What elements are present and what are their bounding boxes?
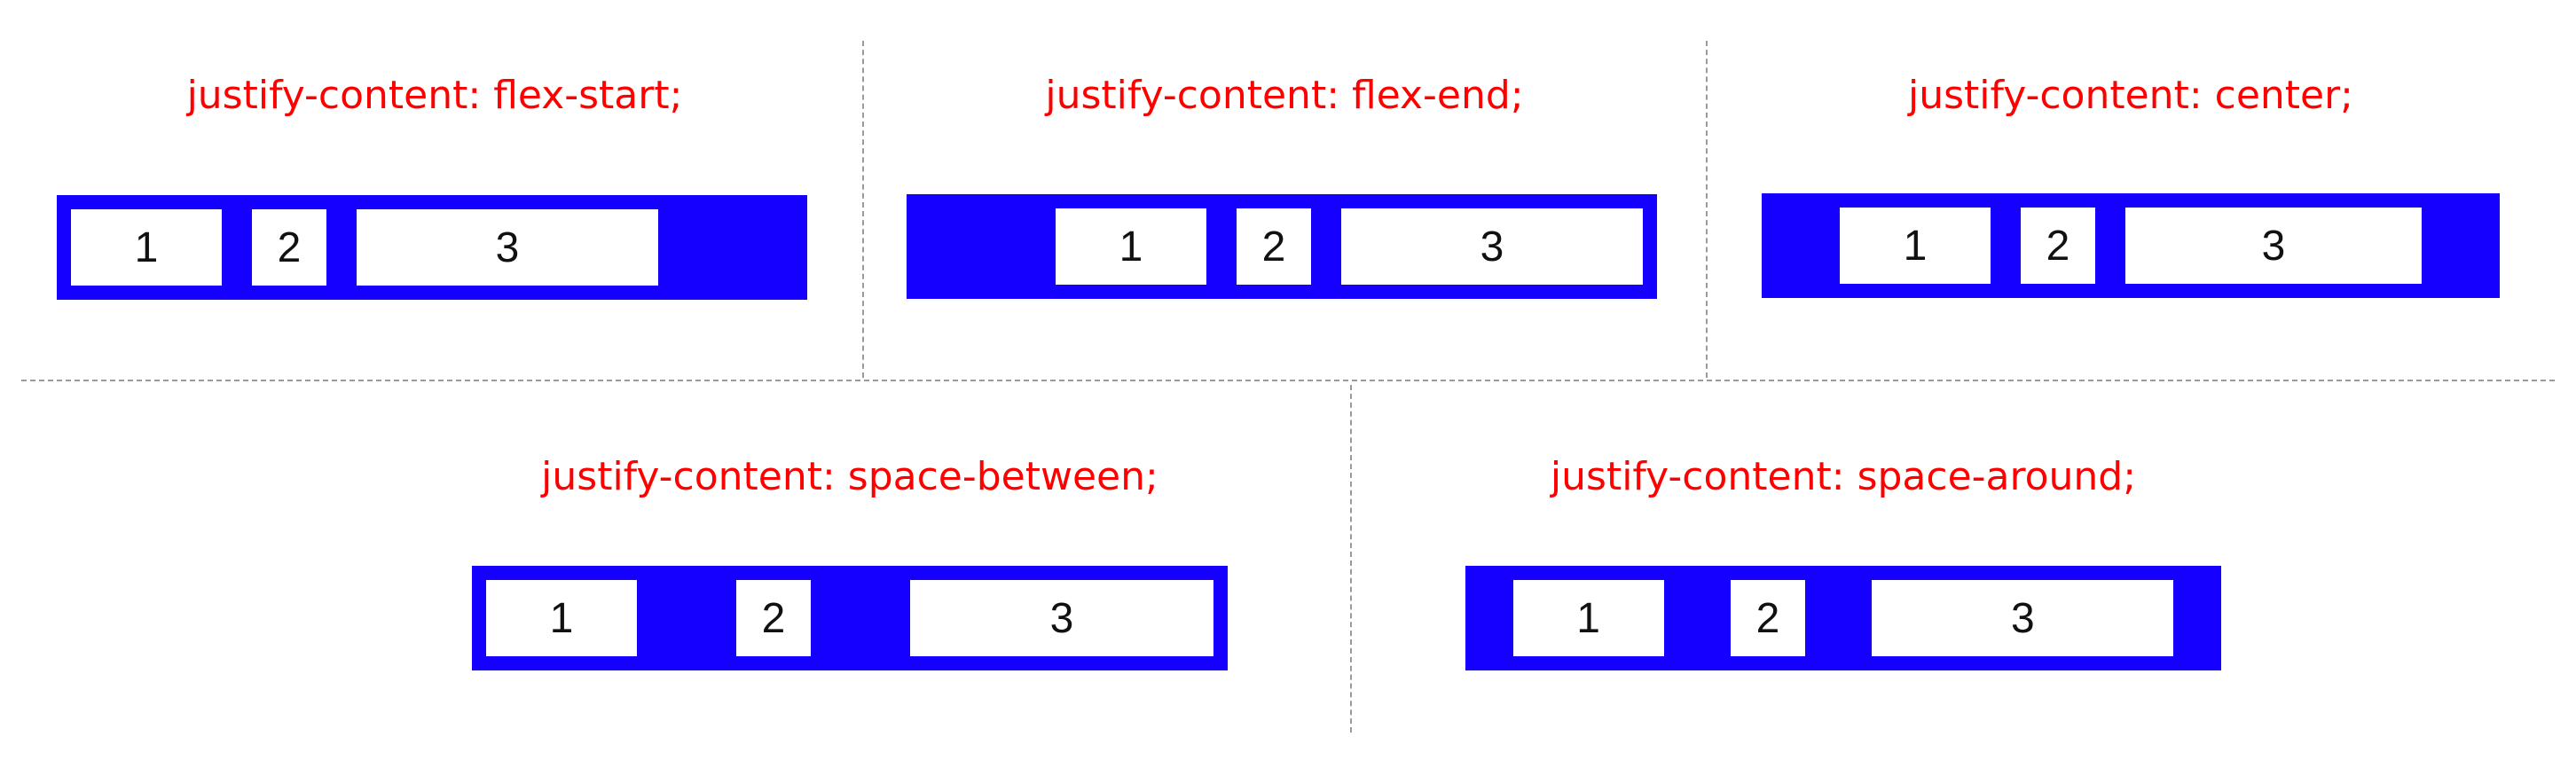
example-label-flex-end: justify-content: flex-end; (1045, 73, 1524, 118)
example-label-center: justify-content: center; (1907, 73, 2354, 118)
flex-item-3: 3 (910, 580, 1213, 656)
flex-item-1: 1 (1056, 208, 1206, 285)
example-label-space-between: justify-content: space-between; (541, 454, 1158, 499)
divider-vertical-2 (1706, 41, 1708, 378)
flex-container-flex-end: 1 2 3 (907, 194, 1657, 299)
flex-container-center: 1 2 3 (1762, 193, 2500, 298)
flex-item-2: 2 (1730, 580, 1805, 656)
flex-item-2: 2 (252, 209, 326, 286)
flex-item-3: 3 (1341, 208, 1643, 285)
flex-item-2: 2 (1237, 208, 1311, 285)
flex-container-flex-start: 1 2 3 (57, 195, 807, 300)
example-label-flex-start: justify-content: flex-start; (186, 73, 683, 118)
example-label-space-around: justify-content: space-around; (1550, 454, 2137, 499)
flex-container-space-between: 1 2 3 (472, 566, 1228, 670)
flex-item-1: 1 (486, 580, 637, 656)
flex-item-1: 1 (1512, 580, 1664, 656)
divider-vertical-1 (862, 41, 864, 378)
flex-item-1: 1 (71, 209, 222, 286)
flex-item-2: 2 (736, 580, 811, 656)
flex-item-3: 3 (357, 209, 658, 286)
flex-item-3: 3 (2125, 208, 2422, 284)
flex-item-2: 2 (2021, 208, 2095, 284)
divider-horizontal (21, 380, 2555, 381)
flex-container-space-around: 1 2 3 (1465, 566, 2221, 670)
divider-vertical-3 (1350, 385, 1352, 733)
flex-item-1: 1 (1840, 208, 1991, 284)
flex-item-3: 3 (1872, 580, 2174, 656)
